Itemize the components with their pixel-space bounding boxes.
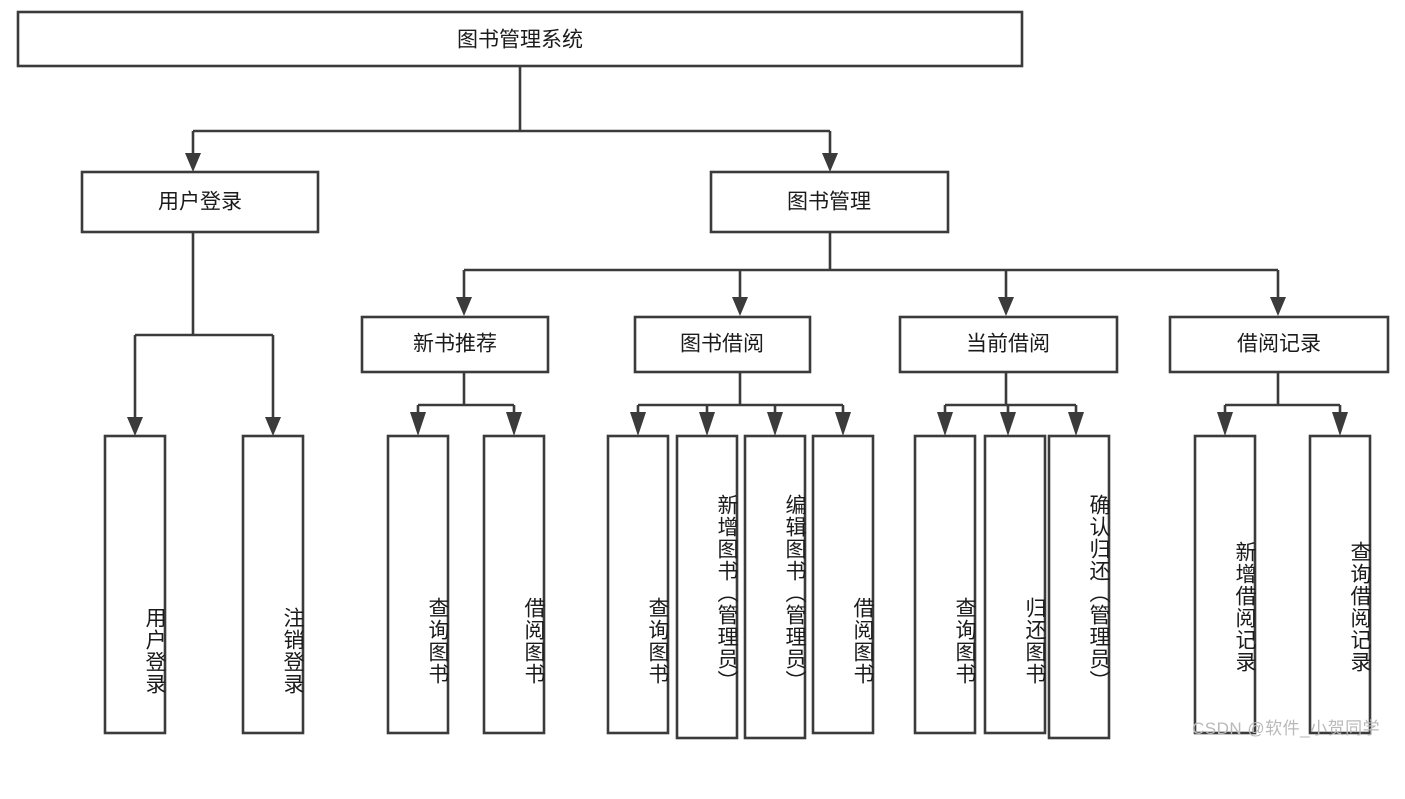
arrowhead-book-mgmt xyxy=(822,153,838,172)
node-leaf-borrow-book-nb[interactable] xyxy=(482,434,546,735)
arrowhead-bb-leaf3 xyxy=(767,412,783,436)
node-book-borrow[interactable] xyxy=(633,315,812,374)
node-leaf-query-borrow-record[interactable] xyxy=(1308,434,1372,735)
node-book-management-system[interactable] xyxy=(16,10,1024,68)
arrowhead-user-login xyxy=(185,153,201,172)
node-leaf-edit-book-admin[interactable] xyxy=(743,434,807,740)
node-leaf-query-book-cb[interactable] xyxy=(913,434,977,735)
node-label-user-login: 用户登录 xyxy=(158,191,242,214)
vertical-label-layer: 用户登录 注销登录 查询图书 借阅图书 查询图书 新增图书（管理员） 编辑图书（… xyxy=(143,494,1371,695)
node-current-borrow[interactable] xyxy=(898,315,1119,374)
node-leaf-query-book-bb[interactable] xyxy=(606,434,670,735)
arrowhead-bb-leaf1 xyxy=(630,412,646,436)
node-leaf-confirm-return-admin[interactable] xyxy=(1047,434,1111,740)
node-label-current-borrow: 当前借阅 xyxy=(966,333,1050,356)
node-label-leaf-user-login: 用户登录 xyxy=(143,606,166,695)
node-label-leaf-query-borrow-record: 查询借阅记录 xyxy=(1348,540,1371,673)
connector-group-borrow-record xyxy=(1217,372,1348,436)
csdn-watermark: CSDN @软件_小贺同学 xyxy=(1192,719,1381,738)
connector-group-book-borrow xyxy=(630,372,851,436)
node-leaf-add-book-admin[interactable] xyxy=(675,434,739,740)
connector-group-user-login xyxy=(127,232,281,436)
arrowhead-leaf-logout xyxy=(265,417,281,436)
node-borrow-record[interactable] xyxy=(1168,315,1390,374)
node-label-book-management-system: 图书管理系统 xyxy=(457,29,583,52)
arrowhead-cb-leaf1 xyxy=(937,412,953,436)
node-label-leaf-borrow-book-nb: 借阅图书 xyxy=(522,596,545,685)
node-label-borrow-record: 借阅记录 xyxy=(1237,333,1321,356)
node-label-leaf-return-book: 归还图书 xyxy=(1023,596,1046,685)
arrowhead-nb-leaf1 xyxy=(410,412,426,436)
arrowhead-cb-leaf3 xyxy=(1068,412,1084,436)
node-label-book-borrow: 图书借阅 xyxy=(680,333,764,356)
node-new-book-recommend[interactable] xyxy=(360,315,550,374)
node-leaf-borrow-book-bb[interactable] xyxy=(811,434,875,735)
arrowhead-borrow-record xyxy=(1270,297,1286,316)
arrowhead-nb-leaf2 xyxy=(506,412,522,436)
node-book-management[interactable] xyxy=(709,170,950,234)
arrowhead-book-borrow xyxy=(732,297,748,316)
node-leaf-user-login[interactable] xyxy=(103,434,167,735)
arrowhead-bb-leaf4 xyxy=(835,412,851,436)
arrowhead-br-leaf1 xyxy=(1217,412,1233,436)
connector-group-new-book xyxy=(410,372,522,436)
node-label-leaf-logout: 注销登录 xyxy=(281,606,304,695)
node-label-leaf-query-book-bb: 查询图书 xyxy=(646,596,669,685)
flowchart-canvas: 图书管理系统 用户登录 图书管理 新书推荐 图书借阅 当前借阅 借阅记录 xyxy=(16,10,1390,740)
flowchart-diagram: 图书管理系统 用户登录 图书管理 新书推荐 图书借阅 当前借阅 借阅记录 xyxy=(16,10,1390,740)
node-label-leaf-borrow-book-bb: 借阅图书 xyxy=(851,596,874,685)
node-leaf-query-book-nb[interactable] xyxy=(386,434,450,735)
arrowhead-new-book xyxy=(456,297,472,316)
connector-group-root xyxy=(185,66,838,172)
node-label-leaf-query-book-nb: 查询图书 xyxy=(426,596,449,685)
arrowhead-bb-leaf2 xyxy=(699,412,715,436)
connector-group-book-mgmt xyxy=(456,232,1286,316)
node-leaf-return-book[interactable] xyxy=(983,434,1047,735)
node-label-new-book-recommend: 新书推荐 xyxy=(413,333,497,356)
arrowhead-br-leaf2 xyxy=(1332,412,1348,436)
node-leaf-add-borrow-record[interactable] xyxy=(1193,434,1257,735)
connector-group-current-borrow xyxy=(937,372,1084,436)
node-label-leaf-add-borrow-record: 新增借阅记录 xyxy=(1233,540,1256,673)
node-label-leaf-add-book-admin: 新增图书（管理员） xyxy=(715,494,738,692)
node-label-leaf-confirm-return-admin: 确认归还（管理员） xyxy=(1087,494,1110,692)
node-label-leaf-edit-book-admin: 编辑图书（管理员） xyxy=(783,494,806,692)
node-leaf-logout[interactable] xyxy=(241,434,305,735)
arrowhead-leaf-user-login xyxy=(127,417,143,436)
node-label-book-management: 图书管理 xyxy=(787,191,871,214)
arrowhead-cb-leaf2 xyxy=(1000,412,1016,436)
arrowhead-current-borrow xyxy=(998,297,1014,316)
node-label-leaf-query-book-cb: 查询图书 xyxy=(953,596,976,685)
node-user-login[interactable] xyxy=(80,170,320,234)
